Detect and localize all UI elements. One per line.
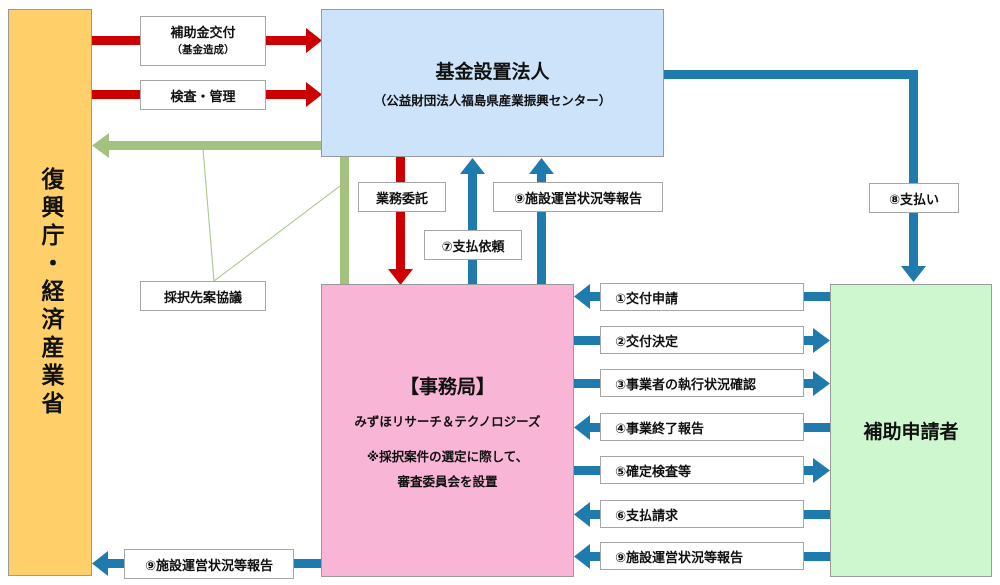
- report-ministry-arrow-head: [92, 551, 108, 576]
- step-label-5: ⑤確定検査等: [615, 464, 692, 480]
- fund-title: 基金設置法人: [435, 61, 550, 83]
- step-label-2: ②交付決定: [615, 334, 679, 350]
- consult-leader-1: [202, 148, 215, 282]
- step-label-1: ①交付申請: [615, 291, 679, 307]
- step-label-box-4: ④事業終了報告: [600, 413, 804, 441]
- payment-request-label: ⑦支払依頼: [441, 239, 505, 255]
- report-fund-arrow-shaft: [537, 172, 546, 284]
- payment-request-arrow-head: [460, 158, 485, 174]
- consult-connector: [340, 157, 349, 284]
- step3-arrow-head: [813, 371, 830, 396]
- outsource-label-box: 業務委託: [358, 182, 446, 212]
- inspection-label: 検査・管理: [170, 89, 236, 105]
- inspection-arrow-head: [306, 82, 322, 107]
- consult-arrow-shaft: [107, 141, 322, 150]
- fund-subtitle: （公益財団法人福島県産業振興センター）: [373, 93, 612, 108]
- subsidy-sublabel: （基金造成）: [171, 43, 235, 56]
- step-label-7: ⑨施設運営状況等報告: [615, 550, 744, 566]
- step-label-box-5: ⑤確定検査等: [600, 456, 804, 484]
- step6-arrow-head: [574, 502, 590, 527]
- report-ministry-label-box: ⑨施設運営状況等報告: [124, 549, 294, 579]
- payment-arrow-top: [664, 70, 918, 79]
- outsource-label: 業務委託: [375, 191, 428, 207]
- subsidy-label: 補助金交付: [170, 26, 236, 42]
- report-fund-label: ⑨施設運営状況等報告: [513, 191, 642, 207]
- step2-arrow-head: [813, 328, 830, 353]
- step1-arrow-head: [574, 284, 590, 309]
- step-label-3: ③事業者の執行状況確認: [615, 377, 757, 393]
- payment-label-box: ⑧支払い: [869, 183, 959, 213]
- applicant-node: 補助申請者: [830, 284, 992, 577]
- secretariat-note-line2: 審査委員会を設置: [397, 473, 498, 489]
- payment-arrow-shaft: [909, 70, 918, 268]
- step-label-box-6: ⑥支払請求: [600, 500, 804, 528]
- inspection-label-box: 検査・管理: [140, 80, 266, 110]
- step4-arrow-head: [574, 415, 590, 440]
- step-label-box-2: ②交付決定: [600, 326, 804, 354]
- step-label-box-7: ⑨施設運営状況等報告: [600, 542, 804, 570]
- consult-leader-2: [213, 185, 341, 282]
- secretariat-node: 【事務局】 みずほリサーチ＆テクノロジーズ ※採択案件の選定に際して、 審査委員…: [321, 284, 574, 577]
- ministry-label: 復興庁・経済産業省: [37, 166, 63, 419]
- step-label-6: ⑥支払請求: [615, 508, 679, 524]
- secretariat-company: みずほリサーチ＆テクノロジーズ: [354, 413, 541, 429]
- fund-node: 基金設置法人 （公益財団法人福島県産業振興センター）: [321, 9, 664, 157]
- consult-arrow-head: [92, 133, 109, 158]
- step-label-4: ④事業終了報告: [615, 421, 705, 437]
- subsidy-arrow-head: [306, 28, 322, 53]
- secretariat-title: 【事務局】: [399, 375, 495, 398]
- consult-label-box: 採択先案協議: [140, 281, 266, 311]
- report-fund-label-box: ⑨施設運営状況等報告: [493, 182, 663, 212]
- payment-arrow-head: [901, 266, 926, 282]
- step5-arrow-head: [813, 458, 830, 483]
- step9-arrow-head: [574, 544, 590, 569]
- payment-label: ⑧支払い: [888, 192, 939, 208]
- report-fund-arrow-head: [529, 158, 554, 174]
- outsource-arrow-head: [388, 269, 413, 285]
- payment-request-arrow-shaft: [468, 172, 477, 284]
- report-ministry-label: ⑨施設運営状況等報告: [144, 558, 273, 574]
- outsource-arrow-shaft: [396, 157, 405, 271]
- subsidy-label-box: 補助金交付 （基金造成）: [140, 16, 266, 66]
- payment-request-label-box: ⑦支払依頼: [424, 230, 522, 260]
- consult-label: 採択先案協議: [163, 290, 242, 306]
- applicant-label: 補助申請者: [863, 421, 959, 443]
- step-label-box-1: ①交付申請: [600, 283, 804, 311]
- ministry-node: 復興庁・経済産業省: [8, 9, 92, 576]
- secretariat-note-line1: ※採択案件の選定に際して、: [366, 448, 529, 464]
- green-arrows: [92, 133, 349, 284]
- step-label-box-3: ③事業者の執行状況確認: [600, 369, 804, 397]
